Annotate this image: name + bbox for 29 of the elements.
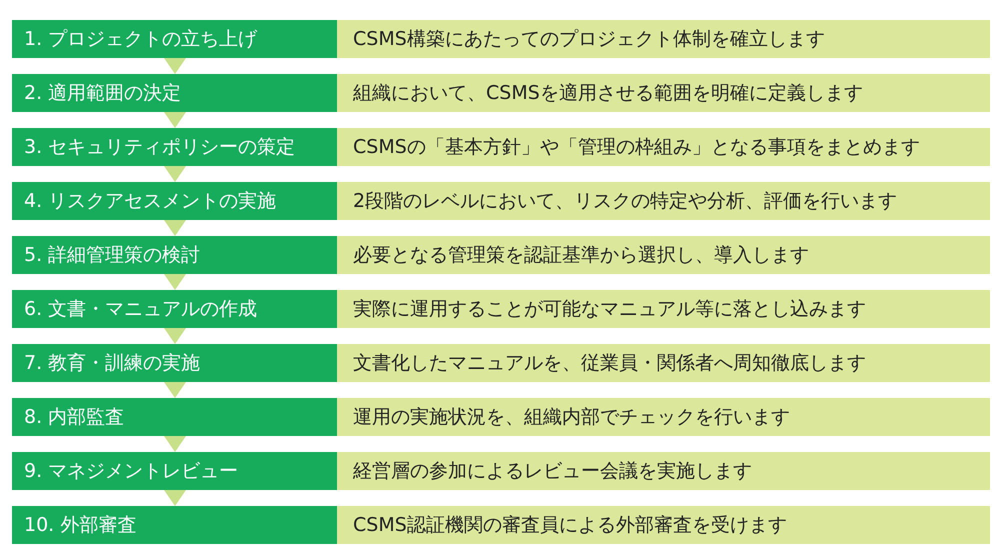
- arrow: [164, 436, 186, 452]
- arrow: [164, 58, 186, 74]
- description-box: CSMS認証機関の審査員による外部審査を受けます: [337, 506, 990, 544]
- description-box: 2段階のレベルにおいて、リスクの特定や分析、評価を行います: [337, 182, 990, 220]
- arrow: [164, 328, 186, 344]
- step-box: 10. 外部審査: [12, 506, 337, 544]
- description-box: 経営層の参加によるレビュー会議を実施します: [337, 452, 990, 490]
- description-box: 運用の実施状況を、組織内部でチェックを行います: [337, 398, 990, 436]
- description-box: 組織において、CSMSを適用させる範囲を明確に定義します: [337, 74, 990, 112]
- description-box: 必要となる管理策を認証基準から選択し、導入します: [337, 236, 990, 274]
- arrow: [164, 112, 186, 128]
- step-box: 7. 教育・訓練の実施: [12, 344, 337, 382]
- step-box: 3. セキュリティポリシーの策定: [12, 128, 337, 166]
- arrow: [164, 166, 186, 182]
- step-box: 6. 文書・マニュアルの作成: [12, 290, 337, 328]
- arrow: [164, 490, 186, 506]
- step-box: 1. プロジェクトの立ち上げ: [12, 20, 337, 58]
- step-box: 9. マネジメントレビュー: [12, 452, 337, 490]
- step-box: 2. 適用範囲の決定: [12, 74, 337, 112]
- arrow: [164, 220, 186, 236]
- description-box: CSMSの「基本方針」や「管理の枠組み」となる事項をまとめます: [337, 128, 990, 166]
- step-box: 5. 詳細管理策の検討: [12, 236, 337, 274]
- description-box: 実際に運用することが可能なマニュアル等に落とし込みます: [337, 290, 990, 328]
- description-box: 文書化したマニュアルを、従業員・関係者へ周知徹底します: [337, 344, 990, 382]
- arrow: [164, 274, 186, 290]
- arrow: [164, 382, 186, 398]
- step-box: 4. リスクアセスメントの実施: [12, 182, 337, 220]
- step-box: 8. 内部監査: [12, 398, 337, 436]
- description-box: CSMS構築にあたってのプロジェクト体制を確立します: [337, 20, 990, 58]
